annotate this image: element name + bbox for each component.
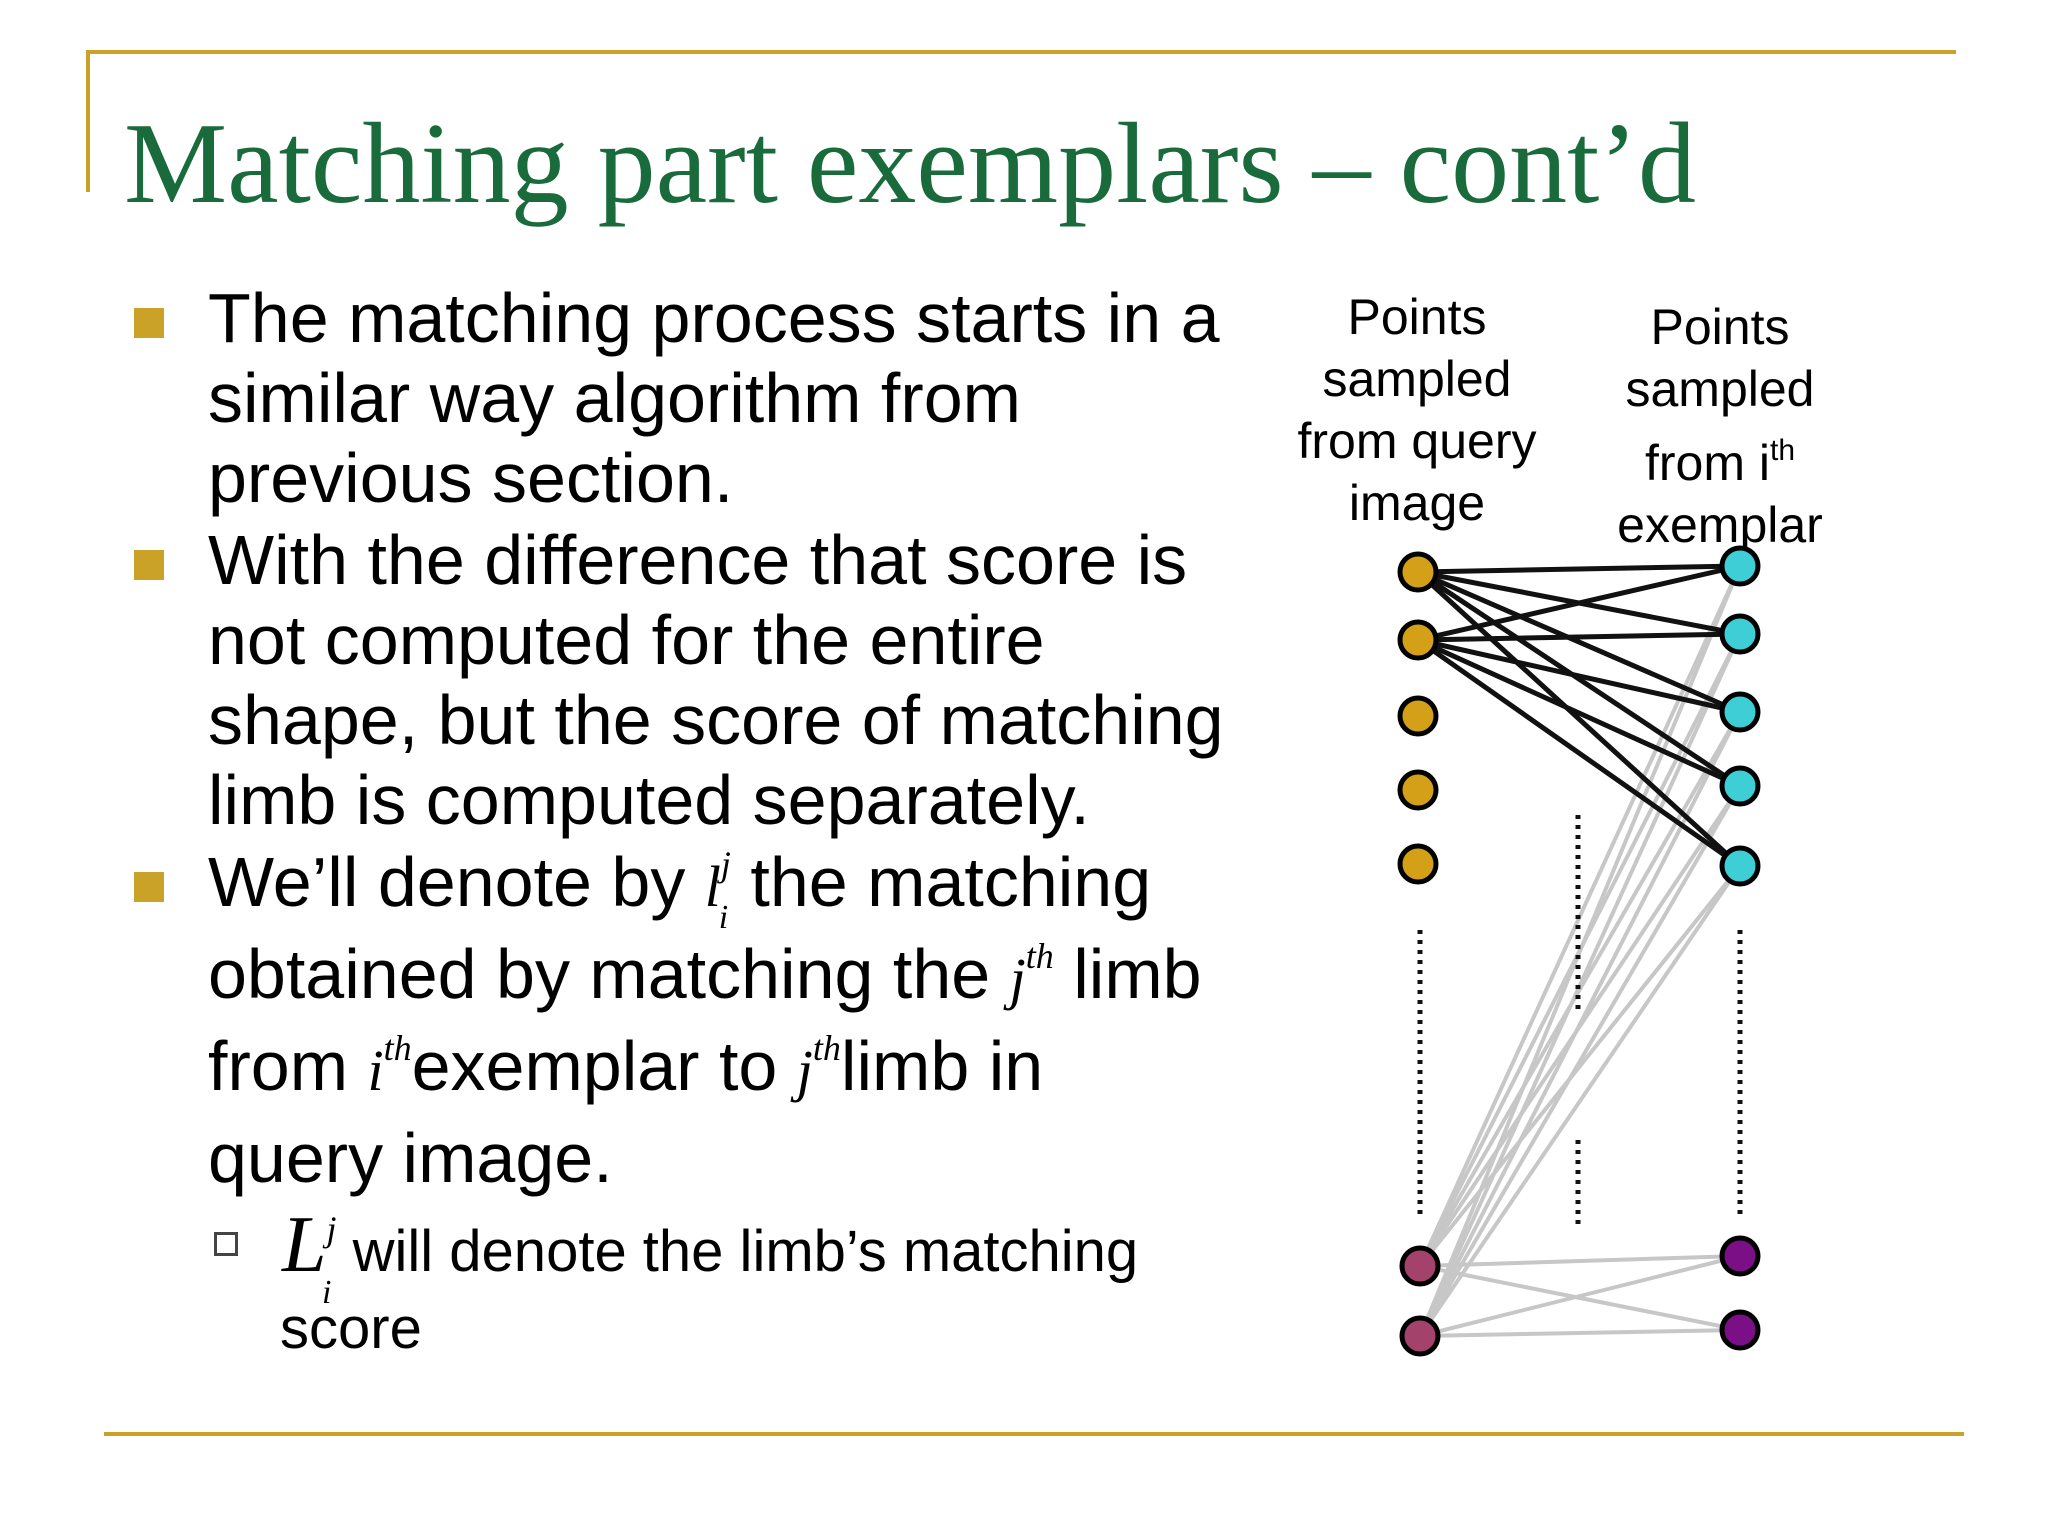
exemplar-point: [1719, 765, 1761, 807]
query-point: [1397, 695, 1439, 737]
math-i-th: ith: [367, 1028, 412, 1103]
query-point: [1397, 769, 1439, 811]
exemplar-point: [1719, 545, 1761, 587]
math-j-th: jth: [796, 1028, 841, 1103]
bullet-2-line-1: With the difference that score is: [208, 521, 1188, 599]
sub-bullet-marker: [214, 1232, 238, 1256]
exemplar-point: [1719, 613, 1761, 655]
slide-title: Matching part exemplars – cont’d: [124, 100, 1696, 228]
bullet-2: With the difference that score is not co…: [134, 520, 1314, 840]
strong-match-edge: [1416, 570, 1742, 868]
weak-match-edge: [1419, 1254, 1741, 1338]
bottom-rule: [104, 1432, 1964, 1436]
exemplar-point: [1719, 845, 1761, 887]
bullet-1-line-3: previous section.: [208, 439, 734, 517]
bullet-3-line-4: query image.: [208, 1119, 613, 1197]
math-j-th: jth: [1009, 936, 1054, 1011]
weak-match-edge: [1419, 1254, 1741, 1268]
bullet-1: The matching process starts in a similar…: [134, 278, 1314, 518]
exemplar-point: [1719, 691, 1761, 733]
strong-match-edge: [1416, 637, 1742, 789]
strong-match-edge: [1417, 569, 1741, 715]
bullet-list: The matching process starts in a similar…: [134, 278, 1314, 1364]
bullet-3-text-a: We’ll denote by: [208, 843, 686, 921]
top-rule: [86, 50, 1956, 54]
bullet-2-line-3: shape, but the score of matching: [208, 681, 1224, 759]
strong-match-edge: [1417, 637, 1741, 715]
sub-bullet-line-2: score: [280, 1296, 422, 1361]
bullet-marker: [134, 550, 164, 580]
bullet-marker: [134, 872, 164, 902]
points: [1397, 545, 1761, 1357]
query-point: [1397, 619, 1439, 661]
weak-match-edge: [1418, 565, 1742, 1337]
weak-match-edge: [1418, 784, 1742, 1338]
strong-match-edge: [1416, 569, 1742, 789]
bullet-3-text-b: the matching: [750, 843, 1152, 921]
strong-match-edge: [1416, 637, 1742, 869]
query-points-header: Points sampled from query image: [1297, 289, 1537, 531]
left-rule: [86, 50, 90, 192]
weak-match-edge: [1418, 711, 1742, 1337]
query-point: [1399, 1245, 1441, 1287]
bullet-2-line-2: not computed for the entire: [208, 601, 1045, 679]
exemplar-point: [1719, 1235, 1761, 1277]
bullet-marker: [134, 308, 164, 338]
bullet-2-line-4: limb is computed separately.: [208, 761, 1090, 839]
weak-match-edge: [1419, 1328, 1741, 1338]
bullet-3-line-2: obtained by matching the jth limb: [208, 934, 1314, 1026]
query-point: [1399, 1315, 1441, 1357]
exemplar-point: [1719, 1309, 1761, 1351]
bullet-3-line-3: from ithexemplar to jthlimb in: [208, 1026, 1314, 1118]
sub-bullet-text: will denote the limb’s matching: [352, 1219, 1139, 1284]
exemplar-points-header: Points sampled from ith exemplar: [1617, 299, 1823, 553]
bullet-1-line-2: similar way algorithm from: [208, 359, 1021, 437]
weak-match-edge: [1418, 864, 1742, 1268]
strong-edges: [1416, 563, 1742, 869]
strong-match-edge: [1417, 631, 1741, 643]
query-point: [1397, 551, 1439, 593]
query-point: [1397, 843, 1439, 885]
strong-match-edge: [1417, 563, 1741, 643]
bullet-1-line-1: The matching process starts in a: [208, 279, 1220, 357]
weak-match-edge: [1418, 864, 1742, 1338]
strong-match-edge: [1417, 563, 1741, 575]
ellipsis-dots: [1417, 815, 1743, 1230]
